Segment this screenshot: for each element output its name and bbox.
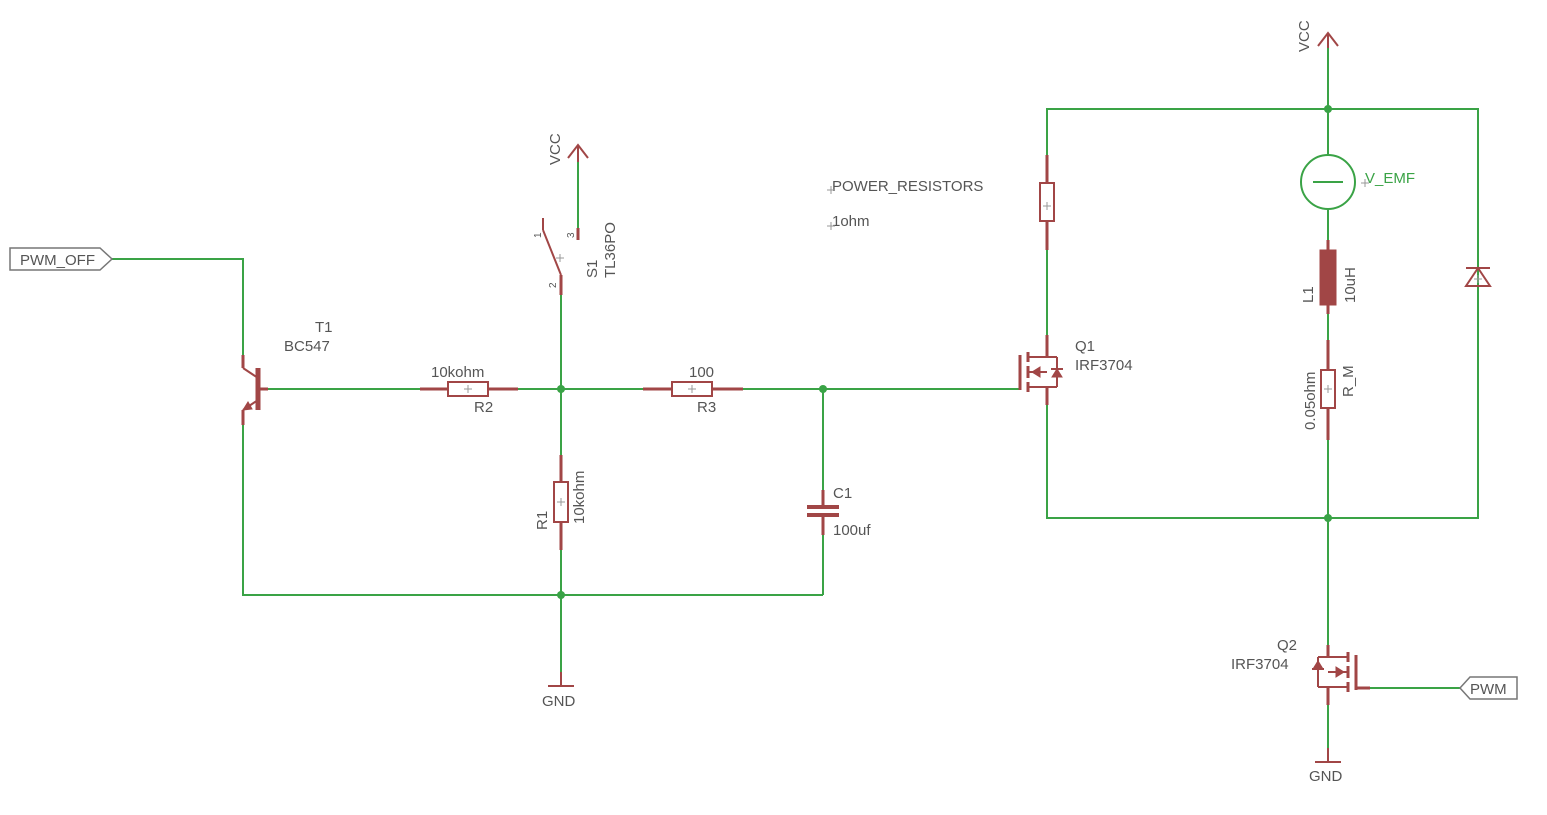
wire-pwm-off bbox=[112, 258, 244, 355]
s1-value: TL36PO bbox=[602, 222, 619, 278]
switch-s1[interactable]: 1 2 3 S1 TL36PO bbox=[533, 218, 619, 295]
t1-ref: T1 bbox=[315, 319, 333, 336]
voltage-source-vemf[interactable]: V_EMF bbox=[1300, 154, 1415, 210]
s1-pin1: 1 bbox=[533, 232, 544, 238]
wire-bottom-return bbox=[242, 425, 823, 596]
q1-value: IRF3704 bbox=[1075, 357, 1133, 374]
vcc-label: VCC bbox=[1296, 20, 1313, 52]
junction-dot bbox=[557, 591, 565, 599]
gnd-label: GND bbox=[542, 693, 576, 710]
q1-ref: Q1 bbox=[1075, 338, 1095, 355]
power-resistors-name: POWER_RESISTORS bbox=[832, 178, 983, 195]
mosfet-q2[interactable]: Q2 IRF3704 bbox=[1231, 637, 1370, 705]
transistor-t1[interactable]: T1 BC547 bbox=[241, 319, 333, 425]
q2-ref: Q2 bbox=[1277, 637, 1297, 654]
vcc-symbol-top: VCC bbox=[1296, 20, 1339, 52]
r1-ref: R1 bbox=[534, 511, 551, 530]
resistor-r1[interactable]: R1 10kohm bbox=[534, 455, 588, 550]
port-pwm[interactable]: PWM bbox=[1458, 676, 1518, 700]
junction-dot bbox=[819, 385, 827, 393]
wires bbox=[112, 45, 1479, 762]
rm-ref: R_M bbox=[1340, 365, 1357, 397]
r2-ref: R2 bbox=[474, 399, 493, 416]
vemf-ref: V_EMF bbox=[1365, 170, 1415, 187]
mosfet-q1[interactable]: Q1 IRF3704 bbox=[1018, 335, 1133, 405]
s1-ref: S1 bbox=[584, 260, 601, 278]
resistor-r2[interactable]: 10kohm R2 bbox=[420, 364, 518, 416]
port-pwm-off[interactable]: PWM_OFF bbox=[9, 247, 114, 271]
q2-value: IRF3704 bbox=[1231, 656, 1289, 673]
t1-value: BC547 bbox=[284, 338, 330, 355]
r3-ref: R3 bbox=[697, 399, 716, 416]
l1-value: 10uH bbox=[1342, 267, 1359, 303]
port-pwm-label: PWM bbox=[1470, 681, 1507, 698]
junctions bbox=[557, 105, 1332, 599]
r2-value: 10kohm bbox=[431, 364, 484, 381]
junction-dot bbox=[1324, 514, 1332, 522]
c1-ref: C1 bbox=[833, 485, 852, 502]
inductor-l1[interactable]: L1 10uH bbox=[1300, 240, 1359, 314]
power-resistor[interactable]: POWER_RESISTORS 1ohm bbox=[827, 155, 1055, 250]
gnd-symbol-right: GND bbox=[1309, 748, 1343, 785]
resistor-rm[interactable]: 0.05ohm R_M bbox=[1302, 340, 1357, 440]
s1-pin3: 3 bbox=[566, 232, 577, 238]
junction-dot bbox=[1324, 105, 1332, 113]
gnd-symbol-left: GND bbox=[542, 672, 576, 710]
rm-value: 0.05ohm bbox=[1302, 372, 1319, 430]
vcc-label: VCC bbox=[547, 133, 564, 165]
junction-dot bbox=[557, 385, 565, 393]
c1-value: 100uf bbox=[833, 522, 871, 539]
wire-power-loop bbox=[1046, 108, 1479, 519]
capacitor-c1[interactable]: C1 100uf bbox=[807, 485, 871, 539]
s1-pin2: 2 bbox=[548, 282, 559, 288]
diode-flyback[interactable] bbox=[1464, 266, 1492, 287]
power-resistors-value: 1ohm bbox=[832, 213, 870, 230]
resistor-r3[interactable]: 100 R3 bbox=[643, 364, 743, 416]
port-pwm-off-label: PWM_OFF bbox=[20, 252, 95, 269]
vcc-symbol-switch: VCC bbox=[547, 133, 589, 165]
l1-ref: L1 bbox=[1300, 286, 1317, 303]
gnd-label: GND bbox=[1309, 768, 1343, 785]
r3-value: 100 bbox=[689, 364, 714, 381]
r1-value: 10kohm bbox=[571, 471, 588, 524]
